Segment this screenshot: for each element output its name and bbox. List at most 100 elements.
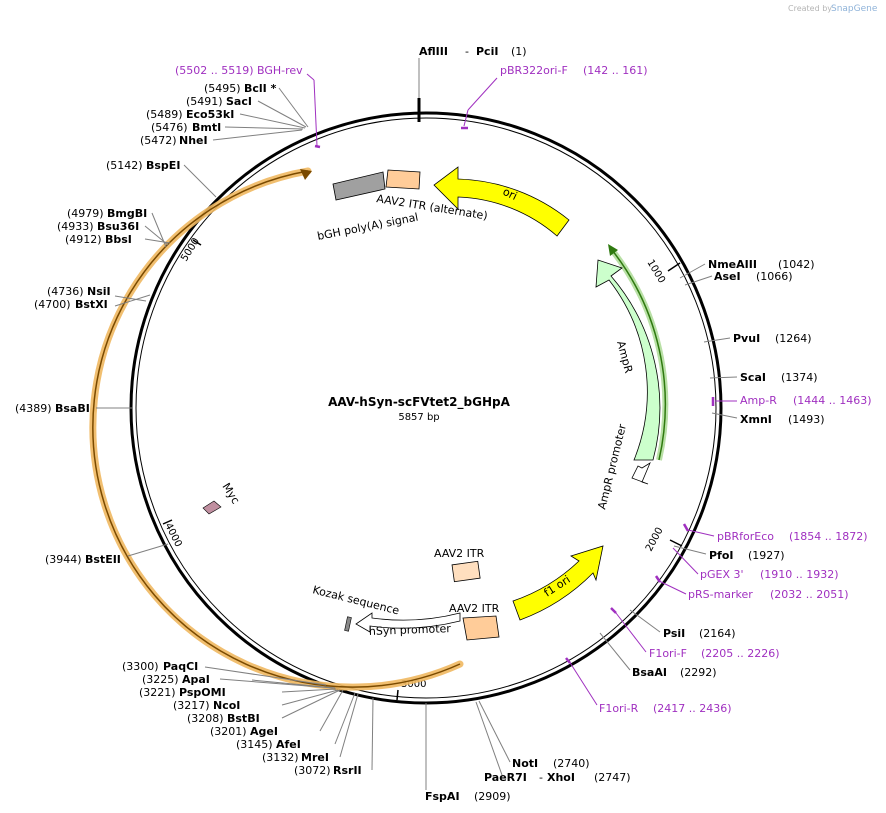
svg-text:PaqCI: PaqCI bbox=[163, 660, 198, 673]
site-apai[interactable]: (3225) ApaI bbox=[142, 673, 210, 686]
ampr-feature[interactable] bbox=[595, 259, 661, 461]
map-title: AAV-hSyn-scFVtet2_bGHpA bbox=[328, 395, 510, 410]
site-asei[interactable]: AseI (1066) bbox=[714, 270, 793, 283]
map-size: 5857 bp bbox=[398, 412, 439, 423]
svg-text:(2909): (2909) bbox=[474, 790, 511, 803]
site-afei[interactable]: (3145) AfeI bbox=[236, 738, 301, 751]
backbone-inner-ring bbox=[135, 117, 717, 699]
svg-text:(1066): (1066) bbox=[756, 270, 793, 283]
site-aflIII-pciI[interactable]: AflIII - PciI (1) bbox=[419, 45, 527, 58]
svg-text:(2417 .. 2436): (2417 .. 2436) bbox=[653, 702, 732, 715]
aav2-itr-right-feature[interactable] bbox=[462, 615, 500, 641]
svg-text:BstBI: BstBI bbox=[227, 712, 260, 725]
site-bstxi[interactable]: (4700) BstXI bbox=[34, 298, 108, 311]
svg-text:F1ori-F: F1ori-F bbox=[649, 647, 687, 660]
hsyn-promoter-feature[interactable] bbox=[355, 612, 461, 633]
myc-feature[interactable] bbox=[202, 500, 222, 515]
svg-text:(3072): (3072) bbox=[294, 764, 331, 777]
ampr-strand-arrowhead bbox=[608, 244, 618, 256]
primer-pgex3[interactable]: pGEX 3' (1910 .. 1932) bbox=[672, 547, 839, 581]
ori-label: ori bbox=[501, 185, 520, 203]
primer-f1ori-f[interactable]: F1ori-F (2205 .. 2226) bbox=[610, 607, 780, 660]
site-bsteii[interactable]: (3944) BstEII bbox=[45, 553, 121, 566]
primer-bgh-rev[interactable]: (5502 .. 5519) BGH-rev bbox=[175, 64, 321, 149]
aav2-itr-center-feature[interactable] bbox=[451, 560, 481, 583]
svg-text:XmnI: XmnI bbox=[740, 413, 772, 426]
primer-f1ori-r[interactable]: F1ori-R (2417 .. 2436) bbox=[565, 657, 732, 715]
svg-text:(5491): (5491) bbox=[186, 95, 223, 108]
svg-text:(3944): (3944) bbox=[45, 553, 82, 566]
site-bspei[interactable]: (5142) BspEI bbox=[106, 159, 180, 172]
site-psii[interactable]: PsiI (2164) bbox=[663, 627, 736, 640]
svg-text:(1): (1) bbox=[511, 45, 527, 58]
svg-text:BbsI: BbsI bbox=[105, 233, 132, 246]
site-agei[interactable]: (3201) AgeI bbox=[210, 725, 278, 738]
site-bsabi[interactable]: (4389) BsaBI bbox=[15, 402, 90, 415]
svg-text:(4979): (4979) bbox=[67, 207, 104, 220]
svg-text:AfeI: AfeI bbox=[276, 738, 301, 751]
site-nmeaIII[interactable]: NmeAIII (1042) bbox=[708, 258, 815, 271]
site-bcli[interactable]: (5495) BclI * bbox=[204, 82, 277, 95]
site-fspai[interactable]: FspAI (2909) bbox=[425, 790, 511, 803]
svg-text:(5495): (5495) bbox=[204, 82, 241, 95]
tick-2000: 2000 bbox=[644, 526, 683, 554]
site-paqci[interactable]: (3300) PaqCI bbox=[122, 660, 198, 673]
svg-text:BstEII: BstEII bbox=[85, 553, 121, 566]
svg-text:NotI: NotI bbox=[512, 757, 538, 770]
site-noti[interactable]: NotI (2740) bbox=[512, 757, 590, 770]
site-scai[interactable]: ScaI (1374) bbox=[740, 371, 818, 384]
tick-3000: 3000 bbox=[396, 679, 426, 701]
site-paer7i-xhoi[interactable]: PaeR7I - XhoI (2747) bbox=[484, 771, 631, 784]
site-pfoi[interactable]: PfoI (1927) bbox=[709, 549, 785, 562]
primer-pbrforeco[interactable]: pBRforEco (1854 .. 1872) bbox=[682, 523, 868, 543]
site-saci[interactable]: (5491) SacI bbox=[186, 95, 252, 108]
snapgene-brand[interactable]: SnapGene bbox=[831, 4, 878, 14]
kozak-feature[interactable] bbox=[344, 616, 352, 632]
site-eco53ki[interactable]: (5489) Eco53kI bbox=[146, 108, 234, 121]
svg-text:PsiI: PsiI bbox=[663, 627, 685, 640]
orf-arc[interactable] bbox=[89, 167, 464, 691]
site-mrei[interactable]: (3132) MreI bbox=[262, 751, 329, 764]
svg-text:BspEI: BspEI bbox=[146, 159, 180, 172]
site-pvui[interactable]: PvuI (1264) bbox=[733, 332, 812, 345]
site-rsrii[interactable]: (3072) RsrII bbox=[294, 764, 362, 777]
site-xmni[interactable]: XmnI (1493) bbox=[740, 413, 825, 426]
svg-text:PfoI: PfoI bbox=[709, 549, 734, 562]
svg-text:Eco53kI: Eco53kI bbox=[186, 108, 234, 121]
site-ncoi[interactable]: (3217) NcoI bbox=[173, 699, 240, 712]
bgh-polya-feature[interactable] bbox=[332, 171, 386, 201]
ampr-promoter-feature[interactable] bbox=[631, 461, 651, 485]
orf-arrowhead bbox=[300, 169, 312, 180]
svg-text:BmgBI: BmgBI bbox=[107, 207, 147, 220]
primer-prs-marker[interactable]: pRS-marker (2032 .. 2051) bbox=[654, 575, 849, 601]
svg-text:(3132): (3132) bbox=[262, 751, 299, 764]
primer-amp-r[interactable]: Amp-R (1444 .. 1463) bbox=[711, 394, 872, 407]
site-pspomi[interactable]: (3221) PspOMI bbox=[139, 686, 226, 699]
site-nsii[interactable]: (4736) NsiI bbox=[47, 285, 111, 298]
svg-text:3000: 3000 bbox=[401, 679, 426, 690]
ori-feature[interactable] bbox=[433, 166, 570, 237]
primer-pbr322ori-f[interactable]: pBR322ori-F (142 .. 161) bbox=[461, 64, 648, 130]
aav2-itr-alt-feature[interactable] bbox=[385, 169, 421, 190]
svg-text:F1ori-R: F1ori-R bbox=[599, 702, 639, 715]
site-nhei[interactable]: (5472) NheI bbox=[140, 134, 208, 147]
tick-1000: 1000 bbox=[644, 258, 681, 285]
svg-text:(1042): (1042) bbox=[778, 258, 815, 271]
site-bstbi[interactable]: (3208) BstBI bbox=[187, 712, 260, 725]
svg-text:(142 .. 161): (142 .. 161) bbox=[583, 64, 648, 77]
site-bmti[interactable]: (5476) BmtI bbox=[151, 121, 221, 134]
svg-text:XhoI: XhoI bbox=[547, 771, 575, 784]
site-bmgbi[interactable]: (4979) BmgBI bbox=[67, 207, 147, 220]
site-bsaai[interactable]: BsaAI (2292) bbox=[632, 666, 717, 679]
svg-text:(5142): (5142) bbox=[106, 159, 143, 172]
svg-text:(3300): (3300) bbox=[122, 660, 159, 673]
svg-text:(3208): (3208) bbox=[187, 712, 224, 725]
svg-text:RsrII: RsrII bbox=[333, 764, 362, 777]
f1-ori-feature[interactable] bbox=[512, 545, 604, 621]
svg-text:2000: 2000 bbox=[644, 526, 666, 554]
site-bbsi[interactable]: (4912) BbsI bbox=[65, 233, 132, 246]
site-bsu36i[interactable]: (4933) Bsu36I bbox=[57, 220, 139, 233]
svg-text:(5476): (5476) bbox=[151, 121, 188, 134]
svg-text:AseI: AseI bbox=[714, 270, 741, 283]
